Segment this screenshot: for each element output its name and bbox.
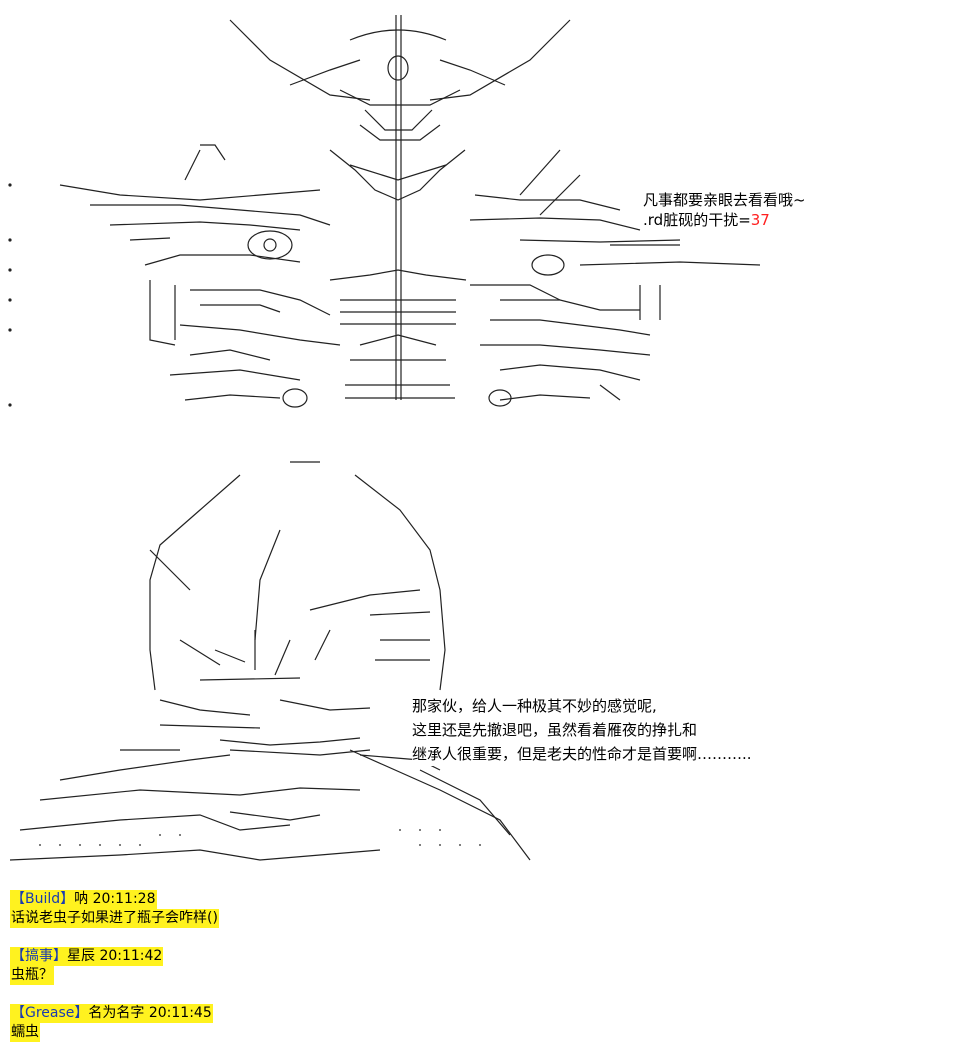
speech-line-3: 继承人很重要，但是老夫的性命才是首要啊……….. xyxy=(412,745,752,763)
speech-line-2: 这里还是先撤退吧，虽然看着雁夜的挣扎和 xyxy=(412,721,698,739)
chat-text: 蠕虫 xyxy=(10,1023,40,1042)
chat-message: 【Build】呐 20:11:28 话说老虫子如果进了瓶子会咋样() xyxy=(10,890,430,928)
chat-header: 【Grease】名为名字 20:11:45 xyxy=(10,1004,213,1023)
top-caption-prefix: .rd脏砚的干扰= xyxy=(643,211,751,229)
chat-user[interactable]: 【Grease】 xyxy=(11,1005,89,1021)
hooded-figure-svg xyxy=(9,461,531,861)
zouken-speech: 那家伙，给人一种极其不妙的感觉呢, 这里还是先撤退吧，虽然看着雁夜的挣扎和 继承… xyxy=(412,694,756,766)
chat-text: 虫瓶？ xyxy=(10,966,54,985)
chat-action: 星辰 xyxy=(67,948,95,964)
chat-message: 【搞事】星辰 20:11:42 虫瓶？ xyxy=(10,947,430,985)
chat-message: 【Grease】名为名字 20:11:45 蠕虫 xyxy=(10,1004,430,1042)
chat-text: 话说老虫子如果进了瓶子会咋样() xyxy=(10,909,219,928)
chat-header: 【Build】呐 20:11:28 xyxy=(10,890,157,909)
chat-user[interactable]: 【搞事】 xyxy=(11,948,67,964)
hooded-figure-ascii-art xyxy=(0,450,960,870)
chat-action: 名为名字 xyxy=(88,1005,145,1021)
chat-log: 【Build】呐 20:11:28 话说老虫子如果进了瓶子会咋样() 【搞事】星… xyxy=(10,890,430,1061)
chat-header: 【搞事】星辰 20:11:42 xyxy=(10,947,164,966)
chat-time: 20:11:28 xyxy=(92,891,156,907)
top-caption: 凡事都要亲眼去看看哦~ .rd脏砚的干扰=37 xyxy=(643,190,806,230)
top-caption-line-2: .rd脏砚的干扰=37 xyxy=(643,210,806,230)
robot-ascii-art xyxy=(0,0,960,420)
speech-line-1: 那家伙，给人一种极其不妙的感觉呢, xyxy=(412,697,657,715)
chat-user[interactable]: 【Build】 xyxy=(11,891,75,907)
chat-time: 20:11:42 xyxy=(99,948,163,964)
chat-time: 20:11:45 xyxy=(148,1005,212,1021)
robot-art-svg xyxy=(8,15,761,408)
top-caption-line-1: 凡事都要亲眼去看看哦~ xyxy=(643,191,806,209)
chat-action: 呐 xyxy=(74,891,89,907)
top-caption-value: 37 xyxy=(750,211,770,229)
